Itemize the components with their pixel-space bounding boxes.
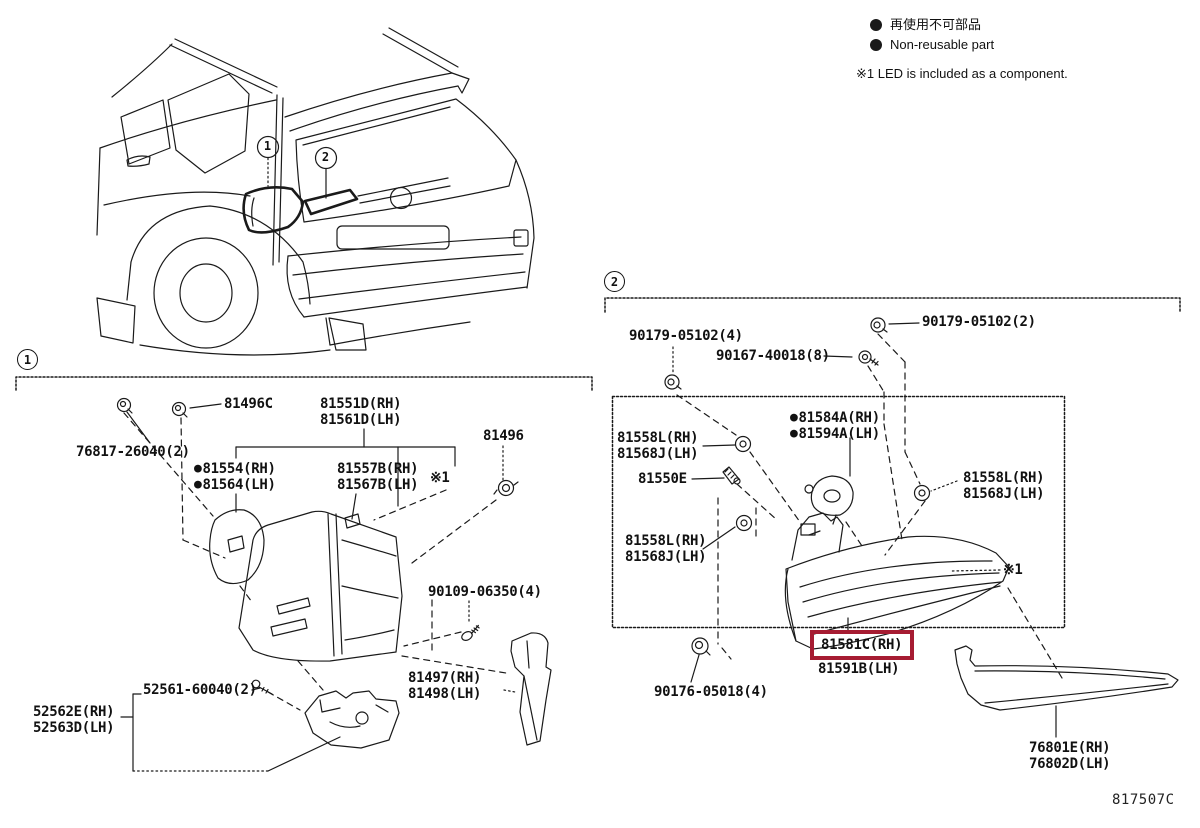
d-pillar [272,94,278,266]
door-handle [126,155,151,167]
part-label-81558l-c[interactable]: 81558L(RH) 81568J(LH) [963,470,1045,502]
part-label-90167-40018[interactable]: 90167-40018(8) [716,348,830,364]
seal-drawing [510,632,552,746]
part-label-81551d[interactable]: 81551D(RH) 81561D(LH) [320,396,402,428]
section1-bracket [15,376,593,391]
belt-line [99,99,277,149]
part-label-81558l-a[interactable]: 81558L(RH) 81568J(LH) [617,430,699,462]
grommet-icon [691,637,711,656]
screw-icon [858,350,879,366]
legend-art [870,19,882,51]
car-callout-1: 1 [263,139,272,153]
part-label-81496[interactable]: 81496 [483,428,524,444]
garnish-drawing [954,645,1179,711]
mudflap [328,317,367,351]
non-reusable-dot-icon: ● [194,461,202,476]
emblem [389,186,413,210]
wheel-arch [130,205,311,305]
section2-bracket [604,297,1181,313]
section1-art [116,397,552,772]
screw-icon [116,397,133,414]
rear-glass [295,98,517,223]
part-label-52561-60040[interactable]: 52561-60040(2) [143,682,257,698]
non-reusable-dot-icon: ● [790,426,798,441]
grommet-icon [735,514,753,532]
part-label-81496c[interactable]: 81496C [224,396,273,412]
grommet-icon [870,317,888,333]
drawing-code: 817507C [1112,792,1175,808]
part-label-81581c: 81581C(RH) [821,637,903,653]
part-label-90179-05102-4[interactable]: 90179-05102(4) [629,328,743,344]
screw-icon [461,624,480,641]
non-reusable-dot-icon [870,39,882,51]
part-label-81497[interactable]: 81497(RH) 81498(LH) [408,670,482,702]
liftgate-right-edge [515,159,535,289]
section2-marker: 2 [604,271,625,292]
part-label-52562e[interactable]: 52562E(RH) 52563D(LH) [33,704,115,736]
screw-icon [171,401,188,418]
part-label-81554[interactable]: ●81554(RH) ●81564(LH) [194,461,276,493]
highlighted-part-box[interactable]: 81581C(RH) [810,630,914,660]
part-label-90179-05102-2[interactable]: 90179-05102(2) [922,314,1036,330]
legend-led-note: ※1 LED is included as a component. [856,66,1068,81]
vehicle-art [96,27,535,356]
tail-lamp-1-highlight [242,186,305,234]
led-note-ref-2: ※1 [1003,562,1023,578]
legend-en: Non-reusable part [890,37,995,52]
stud-icon [722,466,741,485]
non-reusable-dot-icon [870,19,882,31]
grommet-icon [913,484,931,502]
section1-frame [15,376,593,391]
part-label-81550e[interactable]: 81550E [638,471,687,487]
door-window [120,99,171,165]
grommet-icon [664,374,682,390]
tail-lamp-drawing [238,510,403,662]
lamp-unit-drawing [784,512,1010,650]
bracket-drawing [304,690,400,749]
gasket-drawing [209,509,265,585]
part-label-81584a[interactable]: ●81584A(RH) ●81594A(LH) [790,410,880,442]
legend-jp: 再使用不可部品 [890,17,982,32]
part-label-76817-26040[interactable]: 76817-26040(2) [76,444,190,460]
part-label-81558l-b[interactable]: 81558L(RH) 81568J(LH) [625,533,707,565]
clip-icon [493,479,519,497]
non-reusable-dot-icon: ● [790,410,798,425]
section1-marker: 1 [17,349,38,370]
quarter-window [167,73,250,174]
section2-art [664,317,1179,738]
part-label-81557b[interactable]: 81557B(RH) 81567B(LH) [337,461,419,493]
section1-leaders [120,403,516,772]
part-label-90109-06350[interactable]: 90109-06350(4) [428,584,542,600]
section2-leaders [672,322,1063,738]
non-reusable-dot-icon: ● [194,477,202,492]
tail-lamp-2-highlight [303,188,359,216]
led-note-ref-1: ※1 [430,470,450,486]
bumper [287,236,522,257]
roof-rail-front [169,44,273,94]
gasket-drawing [804,475,854,525]
car-callout-2: 2 [321,150,330,164]
roof-rail-rear [382,33,453,74]
section2-frame [604,297,1181,629]
part-label-76801e[interactable]: 76801E(RH) 76802D(LH) [1029,740,1111,772]
part-label-81591b[interactable]: 81591B(LH) [818,661,900,677]
license-plate-recess [336,225,450,250]
grommet-icon [734,435,752,453]
part-label-90176-05018[interactable]: 90176-05018(4) [654,684,768,700]
rear-wheel [153,237,259,349]
spoiler [284,72,453,118]
